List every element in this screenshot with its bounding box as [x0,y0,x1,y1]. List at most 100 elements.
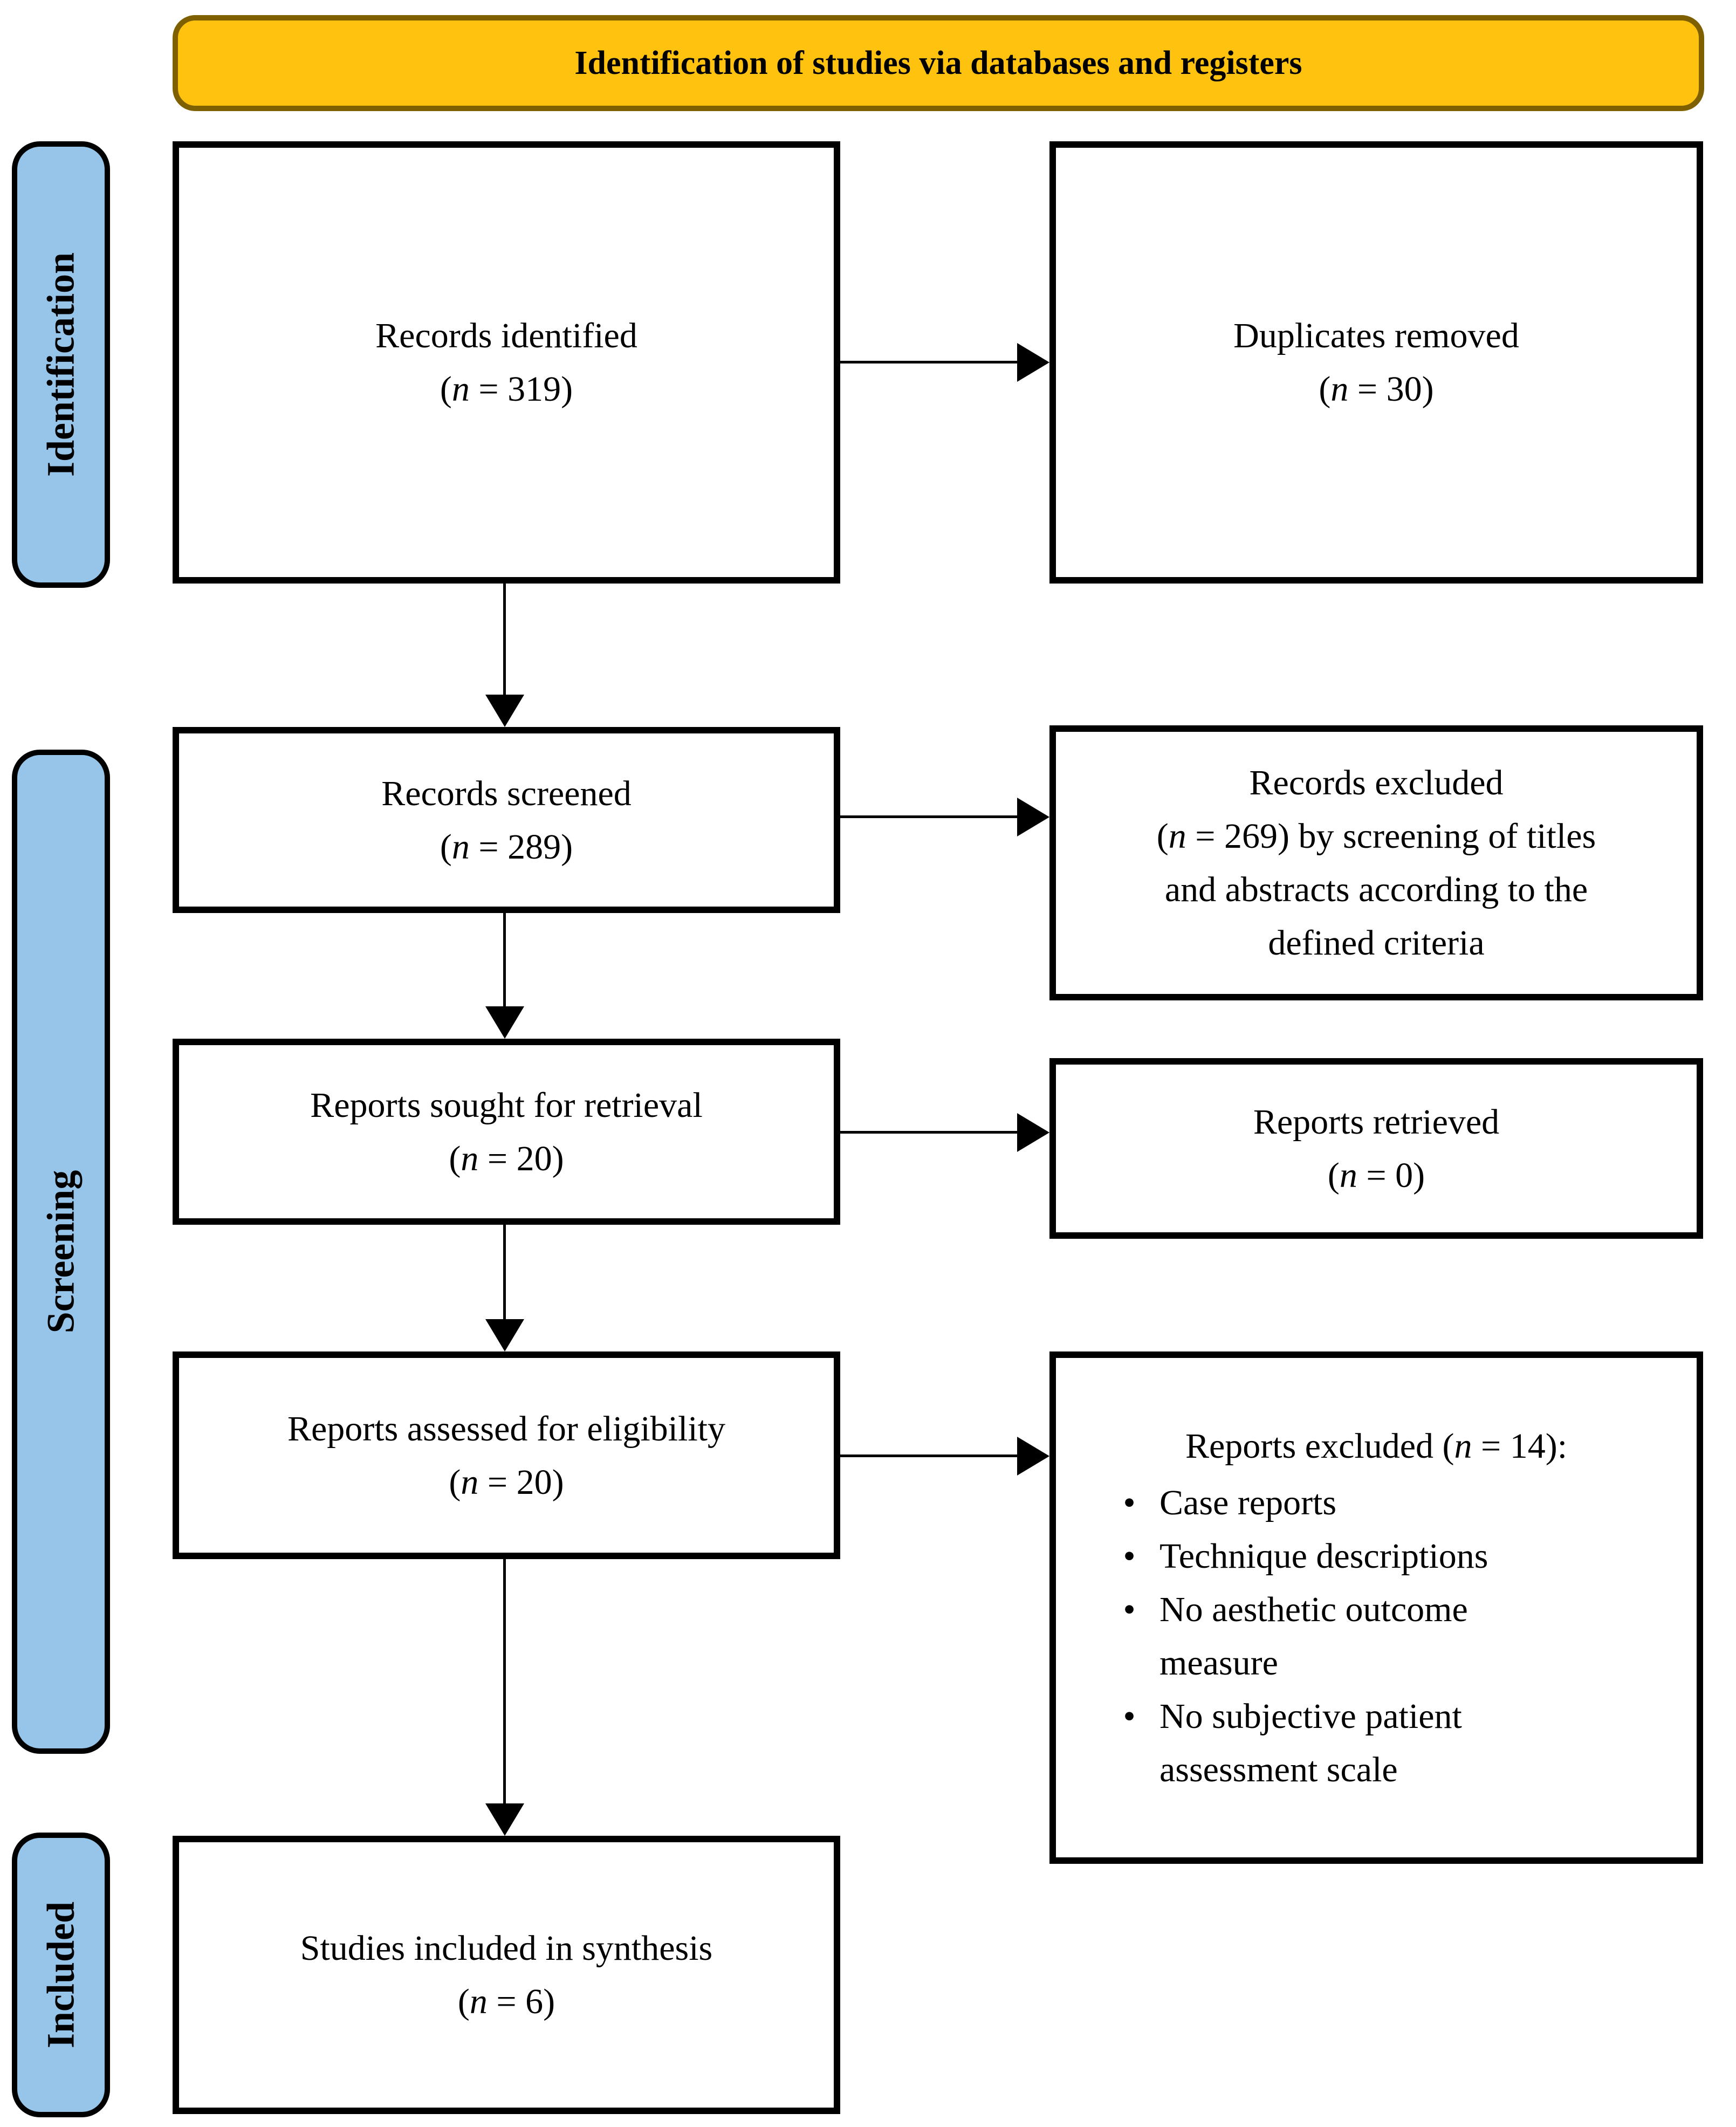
bullet-icon: • [1123,1483,1136,1522]
box-title: Reports retrieved [1253,1102,1500,1142]
box-title: Studies included in synthesis [300,1929,713,1968]
records-screened-box: Records screened (n = 289) [173,727,840,913]
banner: Identification of studies via databases … [173,15,1704,111]
box-text: defined criteria [1268,923,1485,963]
paren-open: ( [1319,369,1331,409]
list-item-text: Case reports [1159,1476,1675,1529]
count-line: (n = 289) [440,820,573,874]
count-line: (n = 20) [449,1456,564,1509]
paren-open: ( [1327,1155,1340,1195]
list-item-text: No subjective patient assessment scale [1159,1690,1675,1796]
box-title: Records identified [375,316,637,355]
n-symbol: n [451,369,470,409]
stage-label-text: Screening [39,1170,83,1334]
n-symbol: n [1330,369,1349,409]
paren-close: ) [1422,369,1434,409]
paren-close: ) [561,369,573,409]
arrow-identified-to-duplicates-line [840,361,1019,363]
count-value: 20 [516,1462,552,1502]
count-line: (n = 20) [449,1132,564,1185]
arrow-screened-to-excluded-line [840,815,1019,818]
n-symbol: n [461,1462,479,1502]
box-text: by screening of titles [1289,817,1596,856]
count-value: 20 [516,1138,552,1178]
equals-sign: = [1357,1155,1396,1195]
exclusion-reason-list: • Case reports • Technique descriptions … [1056,1476,1697,1796]
paren-open: ( [440,369,452,409]
count-line: (n = 30) [1319,362,1433,416]
equals-sign: = [1348,369,1387,409]
records-excluded-box: Records excluded (n = 269) by screening … [1049,725,1703,1000]
n-symbol: n [451,827,470,867]
paren-close: ) [1413,1155,1425,1195]
list-item-line: Case reports [1159,1483,1337,1522]
arrow-assessed-to-excluded-line [840,1454,1019,1457]
bullet-icon: • [1123,1589,1136,1629]
equals-sign: = [487,1982,526,2021]
n-symbol: n [1454,1426,1472,1466]
count-line: (n = 6) [458,1975,555,2028]
arrow-screened-to-sought-line [503,913,506,1008]
n-symbol: n [469,1982,488,2021]
count-line: (n = 0) [1328,1149,1425,1202]
equals-sign: = [469,369,508,409]
count-value: 30 [1386,369,1422,409]
paren-close: ) [552,1462,564,1502]
arrow-screened-to-sought-head-icon [485,1006,524,1039]
list-item-text: Technique descriptions [1159,1529,1675,1583]
records-identified-box: Records identified (n = 319) [173,141,840,584]
reports-assessed-box: Reports assessed for eligibility (n = 20… [173,1351,840,1559]
paren-close: ) [561,827,573,867]
paren-open: ( [1156,817,1169,856]
count-value: 0 [1395,1155,1413,1195]
studies-included-box: Studies included in synthesis (n = 6) [173,1836,840,2114]
box-title: Reports sought for retrieval [310,1085,703,1125]
paren-open: ( [449,1138,461,1178]
count-value: 319 [507,369,561,409]
paren-open: ( [449,1462,461,1502]
box-title: Records screened [381,773,632,813]
list-item: • No subjective patient assessment scale [1099,1690,1675,1796]
list-item-line: assessment scale [1159,1749,1398,1789]
paren-open: ( [457,1982,470,2021]
list-item-line: measure [1159,1643,1278,1683]
reports-retrieved-box: Reports retrieved (n = 0) [1049,1058,1703,1239]
arrow-assessed-to-excluded-head-icon [1017,1437,1049,1476]
n-symbol: n [1339,1155,1357,1195]
paren-close: ) [543,1982,555,2021]
list-item-text: No aesthetic outcome measure [1159,1583,1675,1690]
arrow-sought-to-retrieved-line [840,1131,1019,1134]
list-item: • Case reports [1099,1476,1675,1529]
arrow-sought-to-assessed-head-icon [485,1319,524,1351]
stage-label-screening: Screening [12,750,110,1754]
bullet-icon: • [1123,1536,1136,1576]
arrow-assessed-to-included-line [503,1559,506,1806]
bullet-icon: • [1123,1696,1136,1736]
stage-label-text: Identification [39,252,83,477]
count-value: 14 [1509,1426,1546,1466]
list-item-line: No aesthetic outcome [1159,1589,1468,1629]
duplicates-removed-box: Duplicates removed (n = 30) [1049,141,1703,584]
list-item: • Technique descriptions [1099,1529,1675,1583]
box-title: Reports assessed for eligibility [287,1409,726,1449]
paren-close: ) [552,1138,564,1178]
count-value: 269 [1224,817,1278,856]
arrow-identified-to-duplicates-head-icon [1017,343,1049,382]
count-line: (n = 269) by screening of titles [1157,809,1596,863]
reports-sought-box: Reports sought for retrieval (n = 20) [173,1039,840,1225]
equals-sign: = [478,1138,517,1178]
stage-label-included: Included [12,1833,110,2117]
arrow-sought-to-retrieved-head-icon [1017,1113,1049,1152]
stage-label-text: Included [39,1901,83,2049]
paren-open: ( [1442,1426,1454,1466]
equals-sign: = [478,1462,517,1502]
list-item-line: No subjective patient [1159,1696,1462,1736]
box-title: Duplicates removed [1233,316,1519,355]
arrow-identified-to-screened-line [503,584,506,697]
box-text: and abstracts according to the [1164,870,1588,909]
arrow-assessed-to-included-head-icon [485,1803,524,1836]
n-symbol: n [461,1138,479,1178]
box-text: : [1557,1426,1568,1466]
equals-sign: = [1186,817,1225,856]
